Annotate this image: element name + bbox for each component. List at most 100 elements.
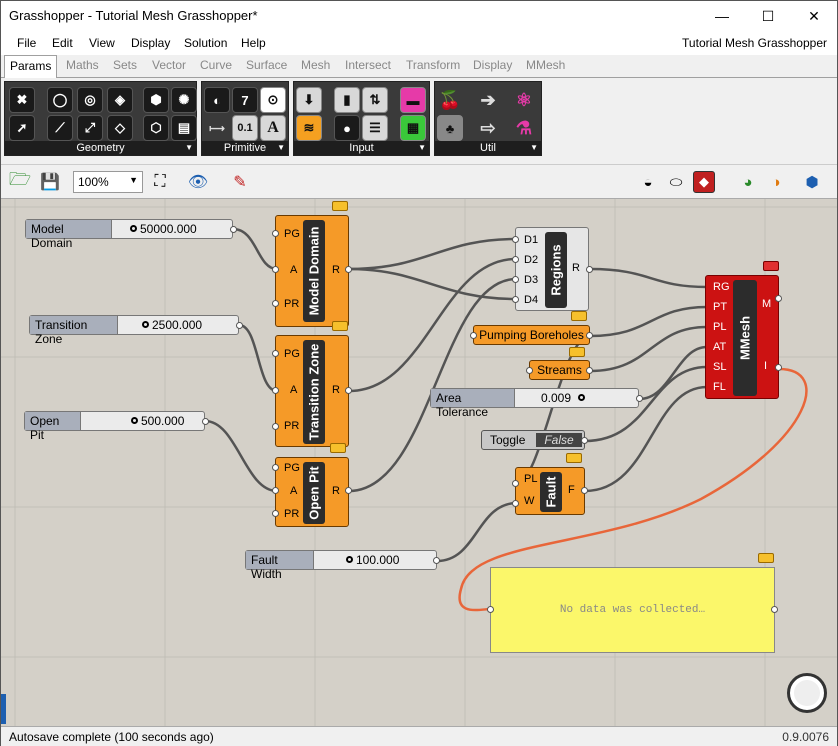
polyline-icon[interactable]: ⤢ <box>77 115 103 141</box>
menu-display[interactable]: Display <box>131 36 171 50</box>
output-grip[interactable] <box>586 266 593 273</box>
boolean-icon[interactable]: ◐ <box>204 87 230 113</box>
tab-curve[interactable]: Curve <box>200 58 233 72</box>
message-balloon-icon[interactable] <box>332 201 348 211</box>
input-a[interactable]: A <box>290 485 298 497</box>
output-f[interactable]: F <box>568 484 575 496</box>
text-icon[interactable]: A <box>260 115 286 141</box>
fault-component[interactable]: PL W Fault F <box>515 467 585 515</box>
tab-mesh[interactable]: Mesh <box>301 58 331 72</box>
input-a[interactable]: A <box>290 384 298 396</box>
input-pl[interactable]: PL <box>524 473 538 485</box>
input-d3[interactable]: D3 <box>524 274 539 286</box>
arrow-right-icon[interactable]: ➔ <box>480 89 496 110</box>
output-grip[interactable] <box>581 437 588 444</box>
preview-wire-icon[interactable]: ⬭ <box>669 173 683 191</box>
input-pr[interactable]: PR <box>284 298 300 310</box>
output-i[interactable]: I <box>764 360 768 372</box>
slider-grip-icon[interactable] <box>131 417 138 425</box>
input-grip[interactable] <box>272 266 279 273</box>
twisted-box-icon[interactable]: ⬡ <box>143 115 169 141</box>
list-icon[interactable]: ☰ <box>362 115 388 141</box>
field-icon[interactable]: ▤ <box>171 115 197 141</box>
input-grip[interactable] <box>512 256 519 263</box>
input-grip[interactable] <box>470 332 477 339</box>
expand-icon[interactable]: ▼ <box>418 143 426 152</box>
tab-display[interactable]: Display <box>473 58 513 72</box>
input-pt[interactable]: PT <box>713 301 728 313</box>
vector-icon[interactable]: ➚ <box>9 115 35 141</box>
message-balloon-icon[interactable] <box>758 553 774 563</box>
surface-icon[interactable]: ◈ <box>107 87 133 113</box>
cherry-icon[interactable]: 🍒 <box>438 89 462 110</box>
tab-transform[interactable]: Transform <box>406 58 461 72</box>
input-pg[interactable]: PG <box>284 462 300 474</box>
open-pit-component[interactable]: PG A PR Open Pit R <box>275 457 349 527</box>
tab-surface[interactable]: Surface <box>246 58 288 72</box>
scrollbar-thumb[interactable] <box>1 694 6 724</box>
input-grip[interactable] <box>526 367 533 374</box>
gradient-icon[interactable]: ▬ <box>400 87 426 113</box>
maximize-button[interactable]: ☐ <box>761 7 775 24</box>
output-grip[interactable] <box>433 557 440 564</box>
output-r[interactable]: R <box>572 262 580 274</box>
grasshopper-canvas[interactable]: Model Domain 50000.000 Transition Zone 2… <box>1 198 837 726</box>
zoom-extents-icon[interactable]: ⛶ <box>154 173 166 190</box>
model-domain-component[interactable]: PG A PR Model Domain R <box>275 215 349 327</box>
input-grip[interactable] <box>272 423 279 430</box>
input-w[interactable]: W <box>524 495 535 507</box>
swatch-icon[interactable]: ▦ <box>400 115 426 141</box>
graph-icon[interactable]: ≋ <box>296 115 322 141</box>
eye-icon[interactable]: 👁 <box>187 174 209 191</box>
transition-zone-slider[interactable]: Transition Zone 2500.000 <box>29 315 239 346</box>
box-icon[interactable]: ◇ <box>107 115 133 141</box>
boolean-toggle[interactable]: Toggle False <box>481 430 585 450</box>
curve-icon[interactable]: ◎ <box>77 87 103 113</box>
close-button[interactable]: ✕ <box>808 7 820 24</box>
input-d1[interactable]: D1 <box>524 234 539 246</box>
slider-grip-icon[interactable] <box>130 225 137 233</box>
output-grip[interactable] <box>345 487 352 494</box>
import-icon[interactable]: ⬇ <box>296 87 322 113</box>
input-d2[interactable]: D2 <box>524 254 539 266</box>
input-at[interactable]: AT <box>713 341 727 353</box>
transition-zone-component[interactable]: PG A PR Transition Zone R <box>275 335 349 447</box>
preview-shaded-icon[interactable]: ◆ <box>693 171 715 193</box>
output-grip[interactable] <box>636 395 643 402</box>
tab-maths[interactable]: Maths <box>66 58 99 72</box>
menu-view[interactable]: View <box>89 36 115 50</box>
message-balloon-icon[interactable] <box>566 453 582 463</box>
decimal-icon[interactable]: 0.1 <box>232 115 258 141</box>
domain-icon[interactable]: ⟼ <box>209 122 225 135</box>
output-grip[interactable] <box>345 266 352 273</box>
input-grip[interactable] <box>272 300 279 307</box>
input-pr[interactable]: PR <box>284 420 300 432</box>
preview-colors-icon[interactable]: ◑ <box>771 173 781 191</box>
slider-grip-icon[interactable] <box>346 556 353 564</box>
message-balloon-icon[interactable] <box>332 321 348 331</box>
input-grip[interactable] <box>272 510 279 517</box>
streams-param[interactable]: Streams <box>529 360 590 380</box>
output-r[interactable]: R <box>332 384 340 396</box>
input-d4[interactable]: D4 <box>524 294 539 306</box>
output-grip[interactable] <box>230 226 237 233</box>
arrow-outline-icon[interactable]: ⇨ <box>480 117 496 138</box>
slider-icon[interactable]: ⇅ <box>362 87 388 113</box>
message-balloon-icon[interactable] <box>569 347 585 357</box>
open-file-icon[interactable]: 🗁 <box>8 169 32 189</box>
menu-help[interactable]: Help <box>241 36 266 50</box>
expand-icon[interactable]: ▼ <box>530 143 538 152</box>
slider-grip-icon[interactable] <box>578 394 586 402</box>
output-grip[interactable] <box>775 364 782 371</box>
input-pl[interactable]: PL <box>713 321 727 333</box>
input-a[interactable]: A <box>290 264 298 276</box>
model-domain-slider[interactable]: Model Domain 50000.000 <box>25 219 233 250</box>
menu-file[interactable]: File <box>17 36 37 50</box>
save-icon[interactable]: 💾 <box>40 174 60 191</box>
preview-mesh-icon[interactable]: ⬢ <box>805 174 819 191</box>
knob-icon[interactable]: ● <box>334 115 360 141</box>
area-tolerance-slider[interactable]: Area Tolerance 0.009 <box>430 388 639 419</box>
line-icon[interactable]: ⟋ <box>47 115 73 141</box>
panel[interactable]: No data was collected… <box>490 567 775 653</box>
output-r[interactable]: R <box>332 264 340 276</box>
